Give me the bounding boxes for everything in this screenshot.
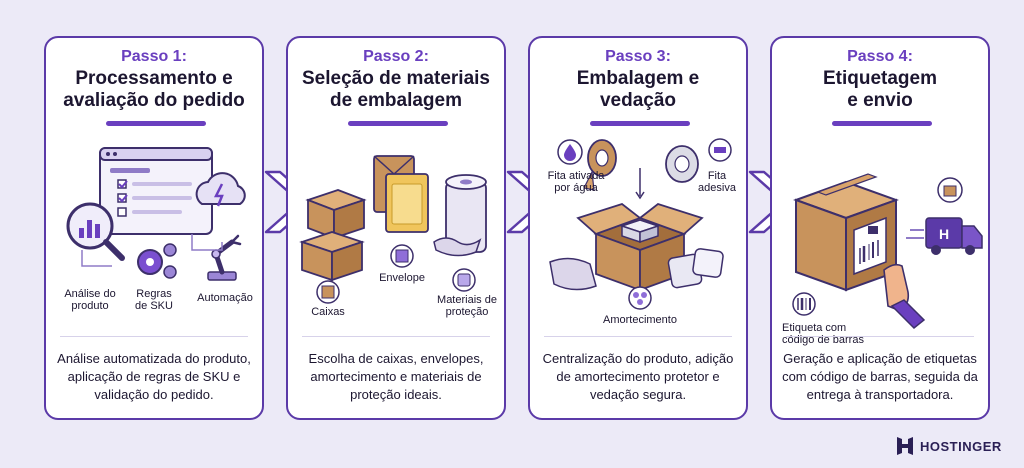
- label-envelope: Envelope: [379, 272, 425, 284]
- step-title: Seleção de materiais de embalagem: [302, 68, 490, 111]
- label-amortecimento: Amortecimento: [603, 314, 677, 326]
- water-drop-icon: [557, 139, 583, 165]
- dashboard-icon: [99, 147, 213, 235]
- step-label: Passo 4:: [847, 48, 913, 65]
- title-underline: [348, 121, 448, 126]
- step-2-card: Passo 2: Seleção de materiais de embalag…: [286, 36, 506, 420]
- envelope-badge-icon: [390, 244, 414, 268]
- tape-badge-icon: [708, 138, 732, 162]
- title-underline: [106, 121, 206, 126]
- cloud-lightning-icon: [195, 172, 246, 207]
- step-label: Passo 3:: [605, 48, 671, 65]
- label-automacao: Automação: [197, 292, 253, 304]
- robot-arm-icon: [207, 234, 242, 281]
- envelope-icon: [373, 155, 429, 233]
- protection-badge-icon: [452, 268, 476, 292]
- step-title: Etiquetagem e envio: [822, 68, 938, 111]
- divider: [302, 336, 490, 337]
- box-badge-icon: [937, 177, 963, 203]
- kraft-tape-icon: [583, 139, 617, 191]
- cushion-bags-icon: [667, 248, 724, 289]
- step-description: Escolha de caixas, envelopes, amortecime…: [308, 351, 484, 402]
- barcode-label-icon: [853, 216, 887, 276]
- barcode-badge-icon: [792, 292, 816, 316]
- title-underline: [590, 121, 690, 126]
- box-badge-icon: [316, 280, 340, 304]
- divider: [544, 336, 732, 337]
- divider: [60, 336, 248, 337]
- step-label: Passo 2:: [363, 48, 429, 65]
- step-label: Passo 1:: [121, 48, 187, 65]
- hostinger-logo-icon: [897, 437, 913, 455]
- step-description: Análise automatizada do produto, aplicaç…: [57, 351, 251, 402]
- step-description: Geração e aplicação de etiquetas com cód…: [782, 351, 978, 402]
- boxes-icon: [299, 189, 367, 282]
- step-description: Centralização do produto, adição de amor…: [542, 351, 734, 402]
- step-3-card: Passo 3: Embalagem e vedação: [528, 36, 748, 420]
- bubble-sheet-icon: [549, 257, 597, 291]
- cushion-badge-icon: [628, 286, 652, 310]
- divider: [786, 336, 974, 337]
- magnifier-chart-icon: [66, 202, 125, 261]
- brand-name: HOSTINGER: [920, 438, 1002, 454]
- step-1-card: Passo 1: Processamento e avaliação do pe…: [44, 36, 264, 420]
- svg-text:H: H: [939, 226, 949, 242]
- adhesive-tape-icon: [665, 145, 699, 183]
- step-title: Processamento e avaliação do pedido: [63, 68, 245, 111]
- title-underline: [832, 121, 932, 126]
- step-title: Embalagem e vedação: [576, 68, 700, 111]
- bubble-wrap-icon: [433, 174, 487, 257]
- delivery-truck-icon: H: [906, 217, 983, 255]
- step-4-card: Passo 4: Etiquetagem e envio: [770, 36, 990, 420]
- brand-logo: HOSTINGER: [896, 434, 1002, 458]
- hand-icon: [883, 263, 926, 330]
- label-caixas: Caixas: [311, 306, 345, 318]
- gears-icon: [137, 243, 177, 279]
